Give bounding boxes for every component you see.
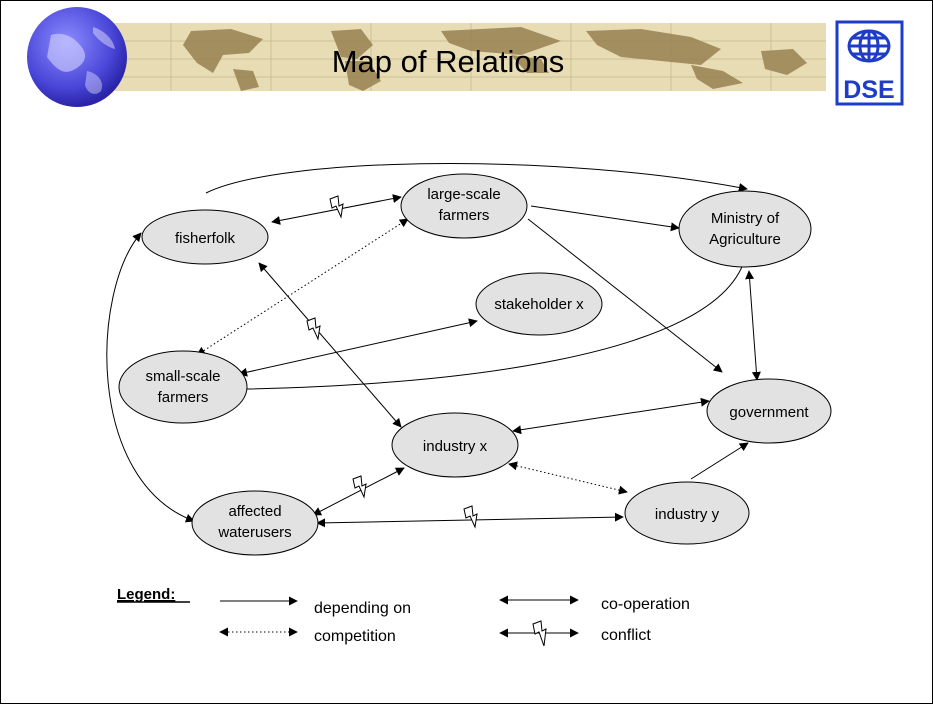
- node-stakeholder-x: stakeholder x: [475, 272, 603, 336]
- edge-affected-industry-y: [316, 512, 624, 528]
- edge-small-scale-large-scale: [196, 218, 409, 356]
- node-label: industry x: [423, 438, 488, 455]
- logo-text: DSE: [843, 76, 894, 104]
- lightning-icon: [532, 620, 547, 647]
- globe-icon: [27, 7, 127, 107]
- node-ministry-of-agriculture: Ministry of Agriculture: [678, 190, 812, 268]
- node-label: stakeholder x: [494, 296, 584, 313]
- lightning-icon: [463, 505, 478, 529]
- edge-small-scale-ministry: [246, 254, 749, 390]
- node-affected-waterusers: affected waterusers: [191, 490, 319, 556]
- edge-fisherfolk-large-scale: [271, 194, 402, 225]
- node-label: affected: [228, 503, 281, 520]
- legend: Legend: depending on competition co-oper…: [117, 586, 690, 647]
- page-title: Map of Relations: [332, 44, 565, 79]
- header-banner: [71, 23, 826, 91]
- node-label: Agriculture: [709, 231, 781, 248]
- node-small-scale-farmers: small-scale farmers: [118, 350, 248, 424]
- node-label: small-scale: [145, 368, 220, 385]
- edge-fisherfolk-ministry: [205, 163, 748, 194]
- node-large-scale-farmers: large-scale farmers: [400, 173, 528, 239]
- node-label: fisherfolk: [175, 230, 236, 247]
- edge-industry-x-industry-y: [508, 461, 628, 495]
- edge-fisherfolk-industry-x: [258, 262, 402, 428]
- lightning-icon: [306, 317, 321, 341]
- legend-title: Legend:: [117, 586, 175, 603]
- legend-depending-on: depending on: [314, 600, 411, 617]
- lightning-icon: [329, 195, 344, 219]
- conflict-symbols: [306, 195, 478, 529]
- world-map-image: [183, 27, 807, 91]
- edge-fisherfolk-affected: [106, 232, 195, 523]
- edge-large-scale-ministry: [530, 205, 680, 232]
- node-label: government: [729, 404, 809, 421]
- edge-industry-x-government: [512, 397, 710, 435]
- edge-affected-industry-x: [312, 467, 405, 516]
- edge-industry-y-government: [690, 442, 749, 480]
- node-label: industry y: [655, 506, 720, 523]
- node-fisherfolk: fisherfolk: [141, 209, 269, 265]
- dse-logo: DSE: [835, 20, 904, 106]
- node-label: large-scale: [427, 186, 500, 203]
- legend-competition: competition: [314, 628, 396, 645]
- edges: [106, 163, 761, 528]
- node-label: farmers: [439, 207, 490, 224]
- edge-large-scale-government: [527, 218, 723, 373]
- lightning-icon: [352, 475, 367, 499]
- legend-cooperation: co-operation: [601, 596, 690, 613]
- node-label: Ministry of: [711, 210, 780, 227]
- node-label: waterusers: [217, 524, 291, 541]
- logo-globe-icon: [847, 29, 891, 63]
- legend-conflict: conflict: [601, 627, 651, 644]
- edge-ministry-government: [745, 270, 761, 381]
- node-government: government: [706, 378, 832, 444]
- node-label: farmers: [158, 389, 209, 406]
- node-industry-x: industry x: [391, 412, 519, 478]
- node-industry-y: industry y: [624, 481, 750, 545]
- edge-small-scale-stakeholder: [238, 318, 478, 377]
